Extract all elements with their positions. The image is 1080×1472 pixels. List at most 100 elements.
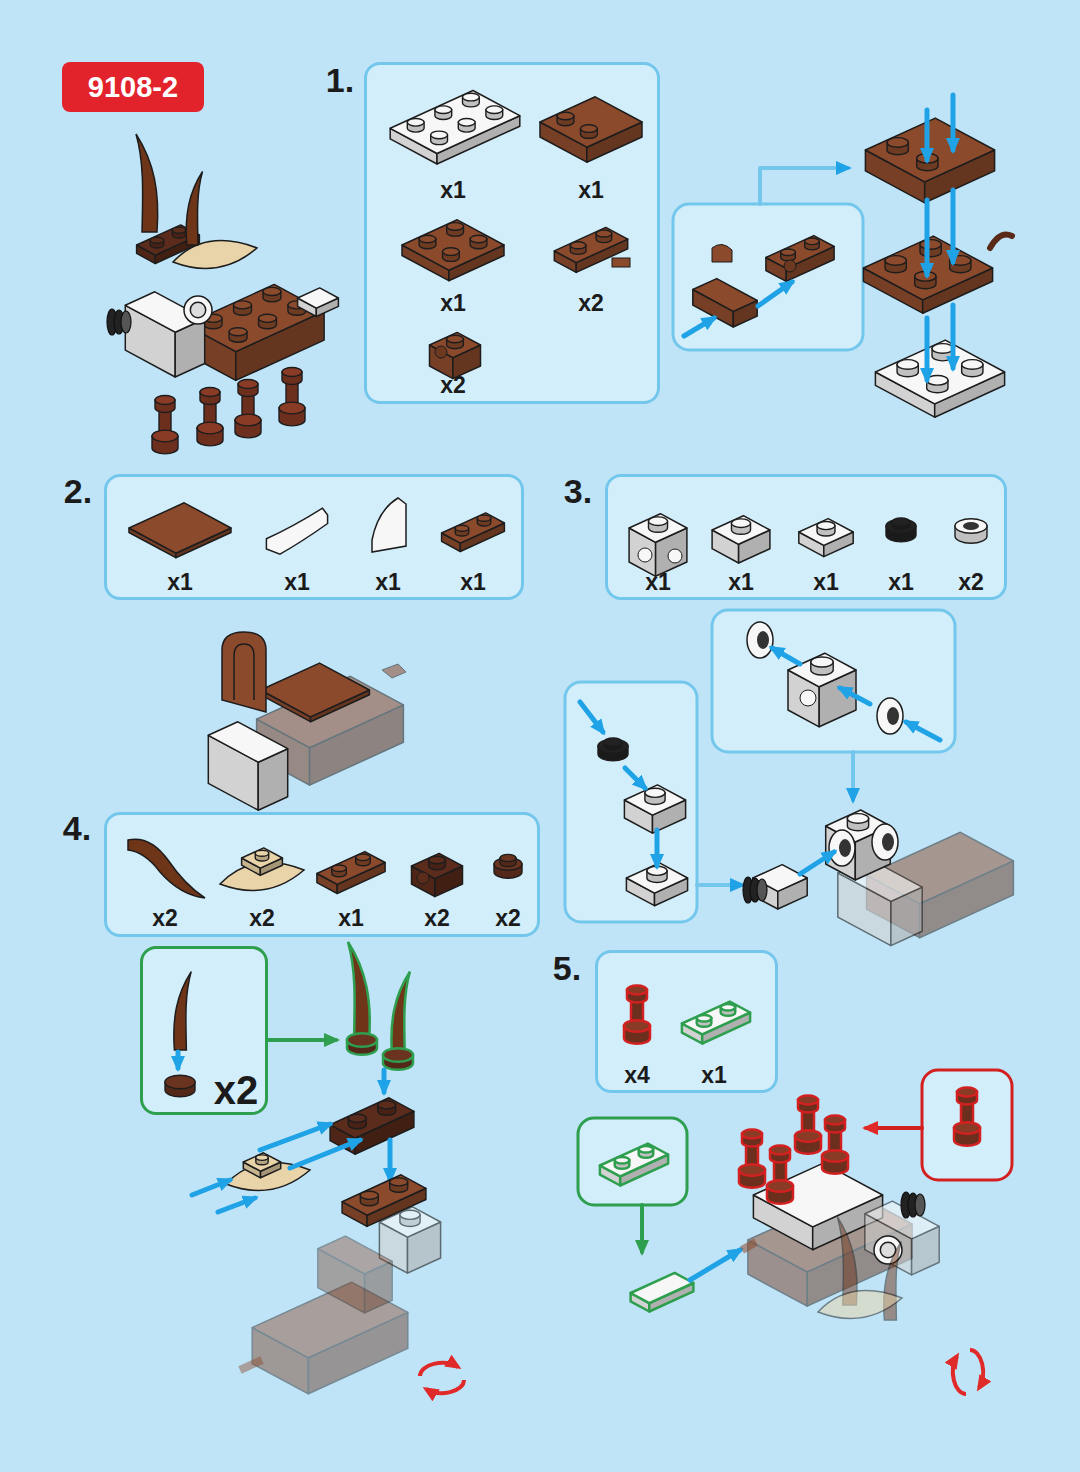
part-count: x1 <box>284 571 310 594</box>
illustration-shape <box>733 301 757 328</box>
illustration-shape <box>739 1170 765 1188</box>
leg-part <box>197 388 223 446</box>
stud <box>847 814 868 831</box>
illustration-shape <box>263 291 281 301</box>
leg-segment <box>282 368 302 385</box>
stud <box>400 1210 420 1226</box>
illustration-shape <box>257 719 310 785</box>
illustration-shape <box>925 150 995 203</box>
illustration-shape <box>770 1146 790 1155</box>
leg-segment <box>238 380 258 397</box>
round-hole <box>839 839 851 857</box>
leg-part <box>279 368 305 426</box>
illustration-shape <box>152 430 178 442</box>
illustration-shape <box>887 142 908 154</box>
illustration-shape <box>316 298 338 317</box>
illustration-shape <box>620 1155 668 1186</box>
illustration-shape <box>261 663 370 717</box>
assembly-arrow <box>290 1140 360 1168</box>
illustration-shape <box>229 332 247 342</box>
illustration-shape <box>234 305 252 315</box>
illustration-shape <box>742 1130 762 1139</box>
part-count: x2 <box>495 907 521 930</box>
stud <box>234 301 252 315</box>
nose-part <box>915 1194 925 1216</box>
illustration-shape <box>600 1144 668 1177</box>
part-count: x1 <box>813 571 839 594</box>
part-count: x1 <box>440 292 466 315</box>
illustration-shape <box>379 1222 407 1273</box>
stud <box>805 238 820 250</box>
leg-segment <box>746 1139 758 1172</box>
illustration-shape <box>802 1108 814 1139</box>
illustration-shape <box>235 414 261 426</box>
round-part <box>598 739 628 761</box>
leg-part <box>235 380 261 438</box>
illustration-shape <box>826 826 856 880</box>
part-count: x1 <box>578 179 604 202</box>
leg-part <box>954 1088 980 1146</box>
stud <box>962 360 983 377</box>
tail-part <box>240 1360 262 1370</box>
assembly-arrow <box>951 305 956 368</box>
illustration-shape <box>243 1162 260 1178</box>
round-plate <box>877 698 903 734</box>
brick-part <box>208 722 287 810</box>
illustration-shape <box>298 288 339 308</box>
part-count: x1 <box>728 571 754 594</box>
illustration-shape <box>798 1100 818 1113</box>
brick-part <box>631 1273 694 1312</box>
illustration-shape <box>624 800 652 833</box>
step-number: 1. <box>326 63 354 97</box>
illustration-shape <box>865 1201 939 1239</box>
part-count: x2 <box>958 571 984 594</box>
stud <box>647 866 667 882</box>
assembly-arrow <box>906 722 940 740</box>
illustration-shape <box>805 241 820 249</box>
illustration-shape <box>208 722 287 762</box>
part-count: x1 <box>701 1064 727 1087</box>
illustration-shape <box>781 252 796 260</box>
illustration-shape <box>865 150 924 203</box>
rotate-icon <box>953 1350 983 1394</box>
step-number: 4. <box>63 811 91 845</box>
illustration-shape <box>243 1153 280 1171</box>
illustration-shape <box>259 314 277 322</box>
illustration-shape <box>932 348 953 360</box>
stud <box>887 138 908 155</box>
leg-segment <box>822 1150 848 1174</box>
illustration-shape <box>875 340 1004 404</box>
illustration-shape <box>310 705 404 785</box>
ear-part <box>173 241 257 269</box>
illustration-shape <box>746 1142 758 1173</box>
illustration-shape <box>950 256 971 266</box>
illustration-shape <box>811 657 833 667</box>
illustration-shape <box>915 272 936 282</box>
illustration-shape <box>256 1155 268 1161</box>
illustration-shape <box>308 1312 407 1393</box>
nose-part <box>121 311 131 333</box>
illustration-shape <box>767 1180 793 1192</box>
ear-part <box>818 1291 902 1319</box>
illustration-shape <box>897 364 918 376</box>
eye-part <box>190 302 205 317</box>
illustration-shape <box>819 670 856 727</box>
illustration-shape <box>360 1191 378 1199</box>
illustration-shape <box>282 372 302 385</box>
leg-segment <box>798 1096 818 1113</box>
illustration-shape <box>318 1249 365 1313</box>
parts-panel: 2.x1x1x1x1 <box>104 474 524 600</box>
illustration-shape <box>957 1088 977 1097</box>
assembly-arrow <box>580 702 603 732</box>
leg-part <box>152 396 178 454</box>
illustration-shape <box>159 405 171 410</box>
illustration-shape <box>766 258 786 282</box>
brick-part <box>753 1163 882 1250</box>
illustration-shape <box>920 240 941 250</box>
rotate-arc <box>420 1363 458 1376</box>
stud <box>915 272 936 289</box>
illustration-shape <box>863 268 922 313</box>
illustration-shape <box>279 408 305 426</box>
horn-part <box>391 972 409 1055</box>
assembly-arrow <box>772 648 800 664</box>
